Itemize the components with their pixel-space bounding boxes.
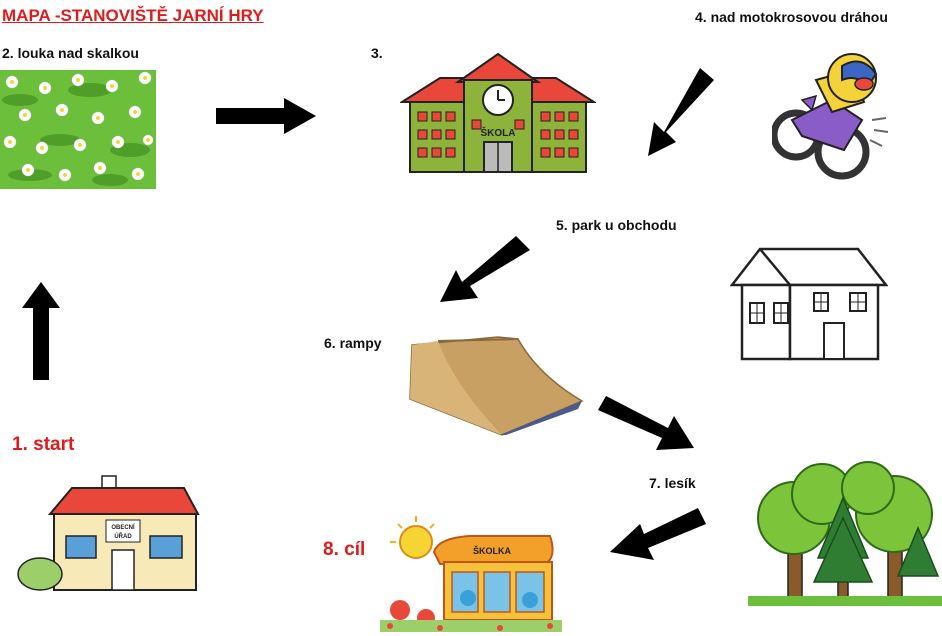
station-2-label: 2. louka nad skalkou	[2, 45, 139, 61]
station-6-label: 6. rampy	[324, 335, 382, 351]
arrow-park-to-ramp	[440, 236, 530, 302]
forest-image	[748, 458, 942, 606]
page-title: MAPA -STANOVIŠTĚ JARNÍ HRY	[2, 6, 264, 25]
meadow-image	[0, 70, 156, 189]
station-8-label: 8. cíl	[323, 539, 366, 560]
office-sign-line1: OBECNÍ	[111, 523, 135, 531]
ramp-image	[408, 335, 584, 437]
arrow-forest-to-finish	[610, 508, 706, 560]
station-3-label: 3.	[371, 45, 383, 61]
station-1-label: 1. start	[12, 434, 75, 455]
arrow-meadow-to-school	[216, 98, 316, 134]
school-image: ŠKOLA	[400, 52, 596, 176]
municipal-office-image: OBECNÍ ÚŘAD	[14, 474, 200, 594]
school-sign: ŠKOLA	[481, 126, 516, 139]
station-4-label: 4. nad motokrosovou dráhou	[695, 9, 888, 25]
arrow-start-to-meadow	[22, 282, 60, 380]
house-image	[730, 245, 888, 363]
office-sign-line2: ÚŘAD	[114, 532, 132, 540]
station-7-label: 7. lesík	[649, 475, 696, 491]
motocross-rider-image	[772, 40, 892, 188]
station-5-label: 5. park u obchodu	[556, 217, 677, 233]
kindergarten-image: ŠKOLKA	[380, 514, 562, 634]
arrow-ramp-to-forest	[598, 396, 694, 450]
arrow-motocross-to-school	[648, 68, 714, 156]
kindergarten-sign: ŠKOLKA	[473, 545, 512, 556]
